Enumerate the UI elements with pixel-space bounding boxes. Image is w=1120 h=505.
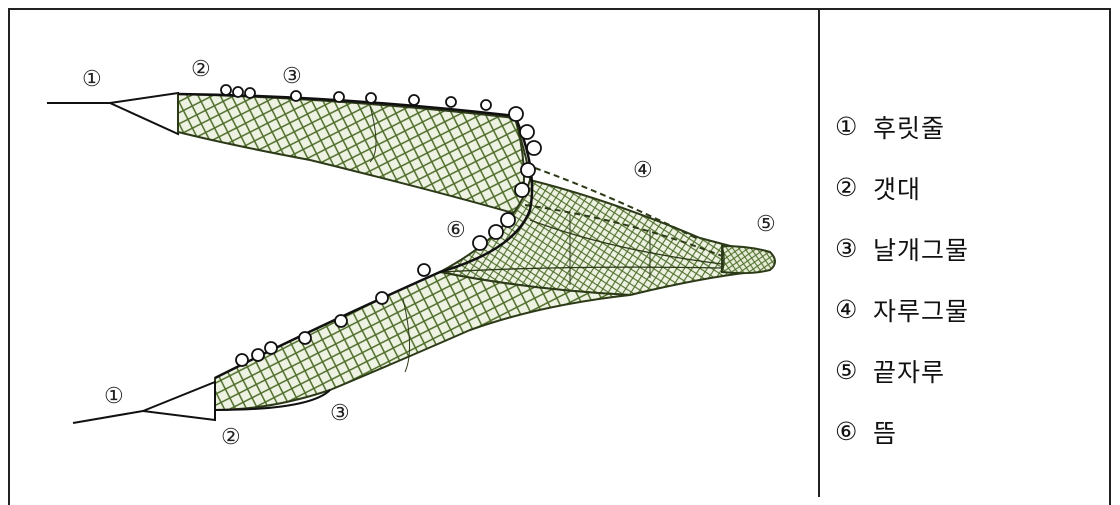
legend-item-cod-end: ⑤ 끝자루	[835, 340, 1105, 401]
lower-lead-edge	[214, 389, 331, 411]
legend-marker: ④	[835, 295, 859, 324]
cod-end-tip	[721, 244, 776, 275]
legend-marker: ③	[835, 234, 859, 263]
figure-frame	[8, 8, 1111, 505]
legend-label: 뜸	[873, 418, 898, 448]
callout-3-upper: ③	[282, 64, 302, 89]
lower-wing-net	[214, 270, 631, 412]
callout-1-lower: ①	[104, 384, 124, 409]
legend-label: 날개그물	[873, 235, 970, 265]
legend-item-towing-rope: ① 후릿줄	[835, 96, 1105, 157]
legend-item-float: ⑥ 뜸	[835, 401, 1105, 462]
legend-label: 자루그물	[873, 296, 970, 326]
lower-wing-seam	[402, 298, 411, 373]
legend-label: 갯대	[873, 174, 922, 204]
legend: ① 후릿줄 ② 갯대 ③ 날개그물 ④ 자루그물 ⑤ 끝자루 ⑥ 뜸	[835, 96, 1105, 462]
callout-2-upper: ②	[191, 57, 211, 82]
legend-label: 끝자루	[873, 357, 946, 387]
callout-3-lower: ③	[330, 401, 350, 426]
legend-item-pole: ② 갯대	[835, 157, 1105, 218]
legend-marker: ⑤	[835, 356, 859, 385]
net-illustration: ① ② ③ ① ② ③ ④ ⑤ ⑥	[47, 57, 776, 450]
upper-towing-rope	[47, 91, 179, 136]
legend-marker: ⑥	[835, 417, 859, 446]
legend-item-bag-net: ④ 자루그물	[835, 279, 1105, 340]
callout-4: ④	[633, 158, 653, 183]
legend-marker: ①	[835, 112, 859, 141]
floats	[220, 84, 542, 367]
callout-2-lower: ②	[221, 425, 241, 450]
net-diagram: ① ② ③ ① ② ③ ④ ⑤ ⑥	[10, 10, 818, 497]
callout-6: ⑥	[446, 218, 466, 243]
bag-net-lines	[439, 167, 725, 285]
upper-wing-seam	[369, 105, 377, 163]
column-divider	[818, 8, 820, 497]
callout-1-upper: ①	[82, 67, 102, 92]
callout-5: ⑤	[756, 212, 776, 237]
legend-item-wing-net: ③ 날개그물	[835, 218, 1105, 279]
legend-label: 후릿줄	[873, 113, 946, 143]
legend-marker: ②	[835, 173, 859, 202]
lower-towing-rope	[72, 380, 216, 424]
